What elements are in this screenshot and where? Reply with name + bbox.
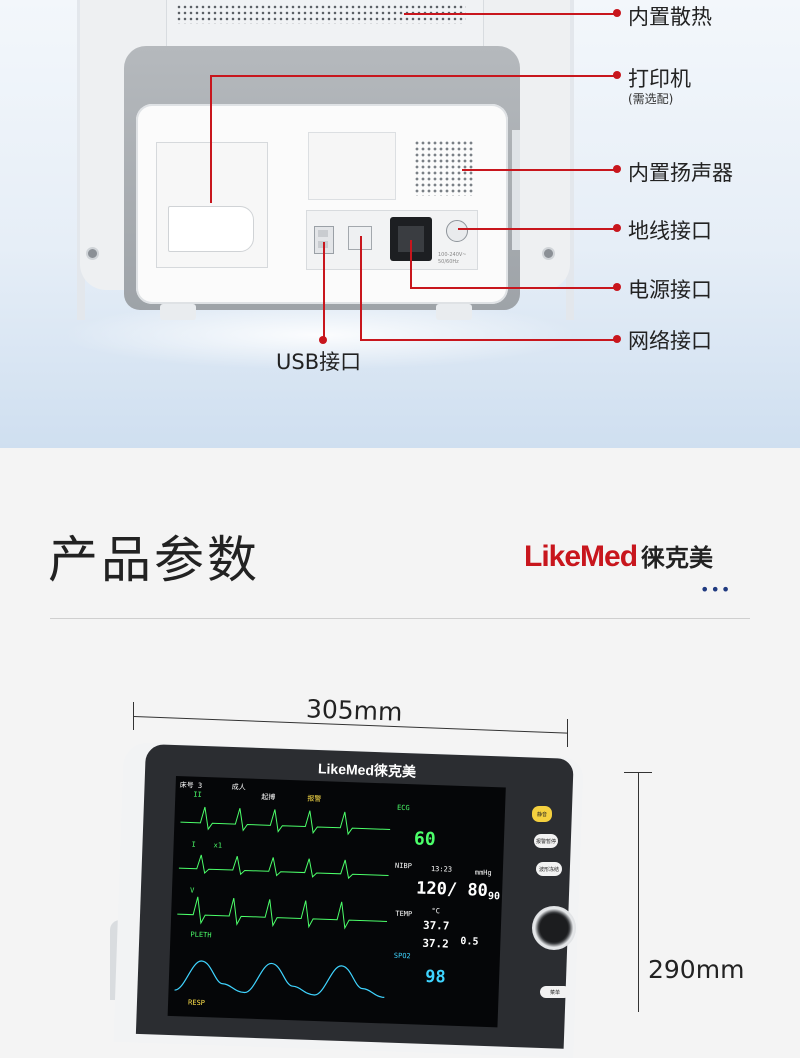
pleth-label: PLETH — [190, 930, 212, 940]
callout-dot — [319, 336, 327, 344]
device-back-view: 100-240V~ 50/60Hz 内置散热 打印机 (需选配) 内置扬声器 地… — [0, 0, 800, 448]
ecg-wave — [180, 806, 391, 836]
cover-plate — [308, 132, 396, 200]
nibp-label: NIBP — [394, 861, 412, 871]
callout-line-printer-v — [210, 75, 212, 203]
patient-type: 成人 — [231, 782, 246, 792]
screw-icon — [542, 247, 555, 260]
screw-icon — [86, 247, 99, 260]
callout-line-power — [410, 287, 616, 289]
blood-pressure-value: 120/ 80 — [415, 878, 489, 901]
callout-usb: USB接口 — [276, 350, 362, 374]
device-foot — [160, 304, 196, 320]
heart-rate-value: 60 — [413, 828, 436, 851]
ground-terminal-icon — [446, 220, 468, 242]
callout-speaker: 内置扬声器 — [628, 161, 733, 185]
height-dimension-line — [638, 772, 639, 1012]
callout-dot — [613, 165, 621, 173]
freeze-button[interactable]: 波形冻结 — [536, 862, 562, 876]
callout-line-network-v — [360, 236, 362, 339]
ecg-wave-3 — [177, 896, 388, 930]
device-foot — [436, 304, 472, 320]
temp-delta-value: 0.5 — [460, 936, 479, 948]
brand-name-en: LikeMed — [524, 540, 638, 573]
pace-label: 起搏 — [261, 792, 276, 802]
section-title: 产品参数 — [48, 531, 260, 589]
ecg-label: ECG — [396, 803, 410, 813]
height-dimension: 290mm — [648, 955, 745, 984]
callout-dot — [613, 9, 621, 17]
bed-number: 床号 3 — [179, 781, 203, 790]
callout-dot — [613, 71, 621, 79]
callout-printer: 打印机 — [628, 67, 691, 91]
section-divider — [50, 618, 750, 619]
alarm-label: 报警 — [307, 794, 322, 804]
width-dimension: 305mm — [305, 694, 403, 727]
brand-name-cn: 徕克美 — [641, 544, 714, 572]
voltage-label: 100-240V~ — [438, 252, 467, 258]
callout-line-network — [360, 339, 616, 341]
silence-button[interactable]: 静音 — [532, 806, 552, 822]
temp-unit: °C — [431, 906, 441, 916]
spo2-label: SPO2 — [393, 951, 411, 961]
lead-v-label: V — [189, 886, 195, 895]
more-dots-icon: ••• — [700, 580, 732, 599]
alarm-pause-button[interactable]: 报警暂停 — [534, 834, 558, 848]
nibp-unit: mmHg — [474, 868, 492, 878]
floor-glow — [60, 300, 580, 370]
menu-button[interactable]: 菜单 — [540, 986, 570, 998]
callout-line-power-v — [410, 240, 412, 287]
callout-line-heat — [404, 13, 616, 15]
callout-ground: 地线接口 — [628, 219, 712, 243]
nibp-time: 13:23 — [430, 864, 453, 874]
callout-network: 网络接口 — [628, 329, 712, 353]
callout-power: 电源接口 — [628, 278, 712, 302]
callout-printer-note: (需选配) — [628, 92, 674, 106]
gain-label: x1 — [213, 841, 223, 850]
side-accent — [512, 130, 520, 250]
map-value: 90 — [487, 890, 501, 903]
temp-1-value: 37.7 — [422, 918, 450, 933]
ecg-wave-2 — [178, 854, 389, 880]
spo2-value: 98 — [424, 966, 446, 988]
callout-line-printer — [210, 75, 616, 77]
callout-line-speaker — [462, 169, 616, 171]
speaker-grille — [414, 140, 474, 196]
callout-dot — [613, 224, 621, 232]
side-wall-right — [566, 0, 574, 320]
callout-heat: 内置散热 — [628, 5, 712, 29]
lead-i-label: I — [191, 840, 196, 849]
monitor-brand: LikeMed徕克美 — [317, 760, 417, 780]
callout-line-usb — [323, 242, 325, 338]
callout-dot — [613, 283, 621, 291]
freq-label: 50/60Hz — [438, 259, 459, 265]
heat-vent-grille — [176, 4, 466, 24]
monitor-screen: 床号 3 成人 起搏 报警 ECG II I x1 V PLETH RESP 6… — [167, 776, 506, 1028]
callout-dot — [613, 335, 621, 343]
pleth-wave — [174, 960, 385, 999]
lead-ii-label: II — [193, 790, 202, 799]
rotary-knob[interactable] — [532, 906, 576, 950]
temp-label: TEMP — [395, 909, 413, 919]
dimension-tick — [133, 702, 134, 730]
printer-paper-roll — [168, 206, 254, 252]
temp-2-value: 37.2 — [422, 936, 450, 951]
callout-line-ground — [458, 228, 616, 230]
